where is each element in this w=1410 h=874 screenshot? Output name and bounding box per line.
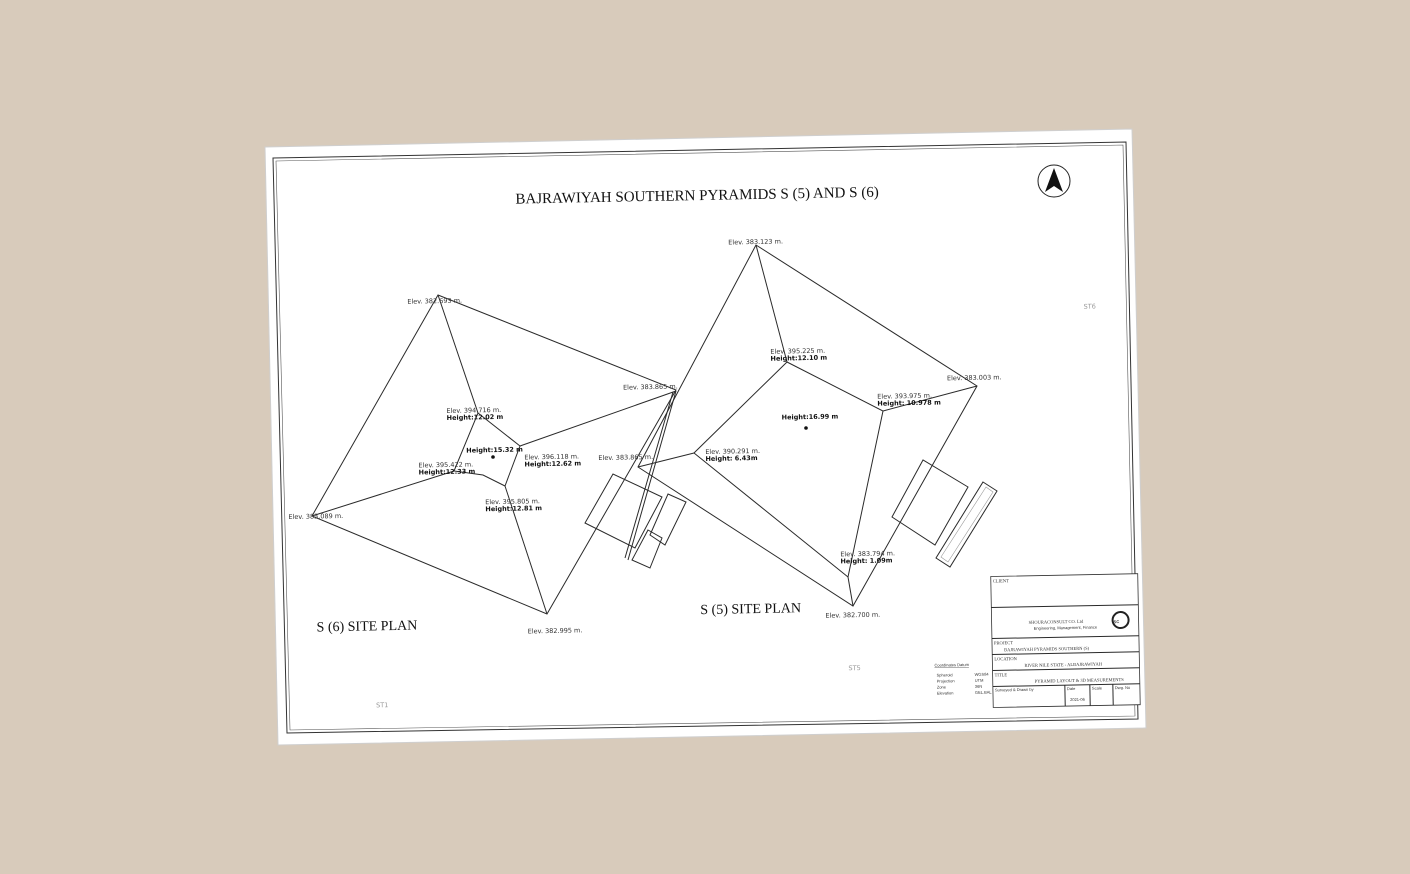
svg-text:SHOURACONSULT CO. Ltd: SHOURACONSULT CO. Ltd bbox=[1029, 619, 1084, 625]
paper-sheet bbox=[264, 128, 1147, 746]
elev-label: Elev. 383.123 m. bbox=[728, 237, 783, 246]
elev-label: Elev. 394.716 m. bbox=[446, 406, 501, 415]
svg-text:Date: Date bbox=[1067, 686, 1076, 691]
drawing-border bbox=[272, 141, 1139, 734]
svg-text:Surveyed & Drawn by: Surveyed & Drawn by bbox=[995, 687, 1034, 693]
height-label: Height: 6.43m bbox=[705, 454, 758, 463]
height-label: Height:12.62 m bbox=[524, 459, 581, 468]
apex-height-label: Height:15.32 m bbox=[466, 445, 523, 454]
height-label: Height: 10.978 m bbox=[877, 398, 941, 407]
elev-label: Elev. 395.422 m. bbox=[418, 460, 473, 469]
elev-label: Elev. 382.693 m. bbox=[407, 297, 462, 306]
svg-text:SC: SC bbox=[1114, 619, 1120, 624]
grid-label: ST5 bbox=[848, 664, 860, 672]
svg-text:Projection: Projection bbox=[937, 678, 955, 683]
elev-label: Elev. 395.225 m. bbox=[770, 347, 825, 356]
title-block: CLIENT SHOURACONSULT CO. Ltd Engineering… bbox=[990, 573, 1141, 708]
north-arrow-icon bbox=[1037, 164, 1071, 198]
elev-label: Elev. 383.865 m. bbox=[598, 453, 653, 462]
apex-height-label: Height:16.99 m bbox=[782, 412, 839, 421]
svg-text:Elevation: Elevation bbox=[937, 690, 954, 695]
svg-text:Coordinates Datum: Coordinates Datum bbox=[934, 662, 969, 668]
drawing-border-inner bbox=[275, 144, 1136, 731]
elev-label: Elev. 390.291 m. bbox=[705, 447, 760, 456]
height-label: Height:12.02 m bbox=[447, 413, 504, 422]
svg-text:LOCATION: LOCATION bbox=[994, 656, 1017, 661]
elev-label: Elev. 383.089 m. bbox=[288, 512, 343, 521]
coordinates-datum: Coordinates Datum Spheroid WGS84 Projecti… bbox=[934, 662, 992, 696]
svg-text:Scale: Scale bbox=[1092, 685, 1103, 690]
svg-text:Spheroid: Spheroid bbox=[937, 672, 953, 677]
elev-label: Elev. 383.003 m. bbox=[947, 373, 1002, 382]
elev-label: Elev. 382.995 m. bbox=[528, 626, 583, 635]
height-label: Height:12.81 m bbox=[485, 504, 542, 513]
svg-text:BAJRAWIYAH PYRAMIDS SOUTHERN (: BAJRAWIYAH PYRAMIDS SOUTHERN (S) bbox=[1004, 646, 1090, 653]
svg-text:UTM: UTM bbox=[975, 678, 984, 683]
elev-label: Elev. 395.805 m. bbox=[485, 497, 540, 506]
svg-text:PROJECT: PROJECT bbox=[994, 640, 1013, 645]
svg-text:RIVER NILE STATE - ALBAJRAWIYA: RIVER NILE STATE - ALBAJRAWIYAH bbox=[1024, 661, 1102, 668]
svg-text:2021-06: 2021-06 bbox=[1070, 697, 1086, 702]
drawing-title: BAJRAWIYAH SOUTHERN PYRAMIDS S (5) AND S… bbox=[515, 185, 879, 208]
site-plan-label-s5: S (5) SITE PLAN bbox=[700, 601, 801, 618]
elev-label: Elev. 383.794 m. bbox=[840, 549, 895, 558]
svg-text:Dwg. No: Dwg. No bbox=[1115, 685, 1131, 690]
elev-label: Elev. 383.865 m. bbox=[623, 383, 678, 392]
svg-text:Zone: Zone bbox=[937, 684, 947, 689]
svg-text:Engineering, Management, Finan: Engineering, Management, Finance bbox=[1034, 624, 1098, 630]
svg-text:GEL.BAL: GEL.BAL bbox=[975, 690, 993, 695]
grid-label: ST1 bbox=[376, 701, 388, 709]
elev-label: Elev. 393.975 m. bbox=[877, 392, 932, 401]
pyramid-s6 bbox=[311, 294, 677, 615]
grid-label: ST6 bbox=[1083, 302, 1095, 310]
height-label: Height: 1.09m bbox=[840, 556, 893, 565]
svg-text:36N: 36N bbox=[975, 684, 983, 689]
site-plan-label-s6: S (6) SITE PLAN bbox=[316, 619, 417, 636]
svg-text:TITLE: TITLE bbox=[995, 672, 1008, 677]
height-label: Height:12.33 m bbox=[419, 467, 476, 476]
svg-text:WGS84: WGS84 bbox=[975, 672, 990, 677]
svg-text:CLIENT: CLIENT bbox=[993, 578, 1009, 583]
company-logo bbox=[1111, 611, 1130, 630]
annex-structure-s5-east bbox=[891, 459, 998, 568]
elev-label: Elev. 396.118 m. bbox=[524, 452, 579, 461]
pyramid-s5 bbox=[637, 244, 978, 607]
height-label: Height:12.10 m bbox=[770, 354, 827, 363]
svg-text:PYRAMID LAYOUT & 3D MEASUREMEN: PYRAMID LAYOUT & 3D MEASUREMENTS bbox=[1035, 677, 1125, 684]
elev-label: Elev. 382.700 m. bbox=[825, 611, 880, 620]
